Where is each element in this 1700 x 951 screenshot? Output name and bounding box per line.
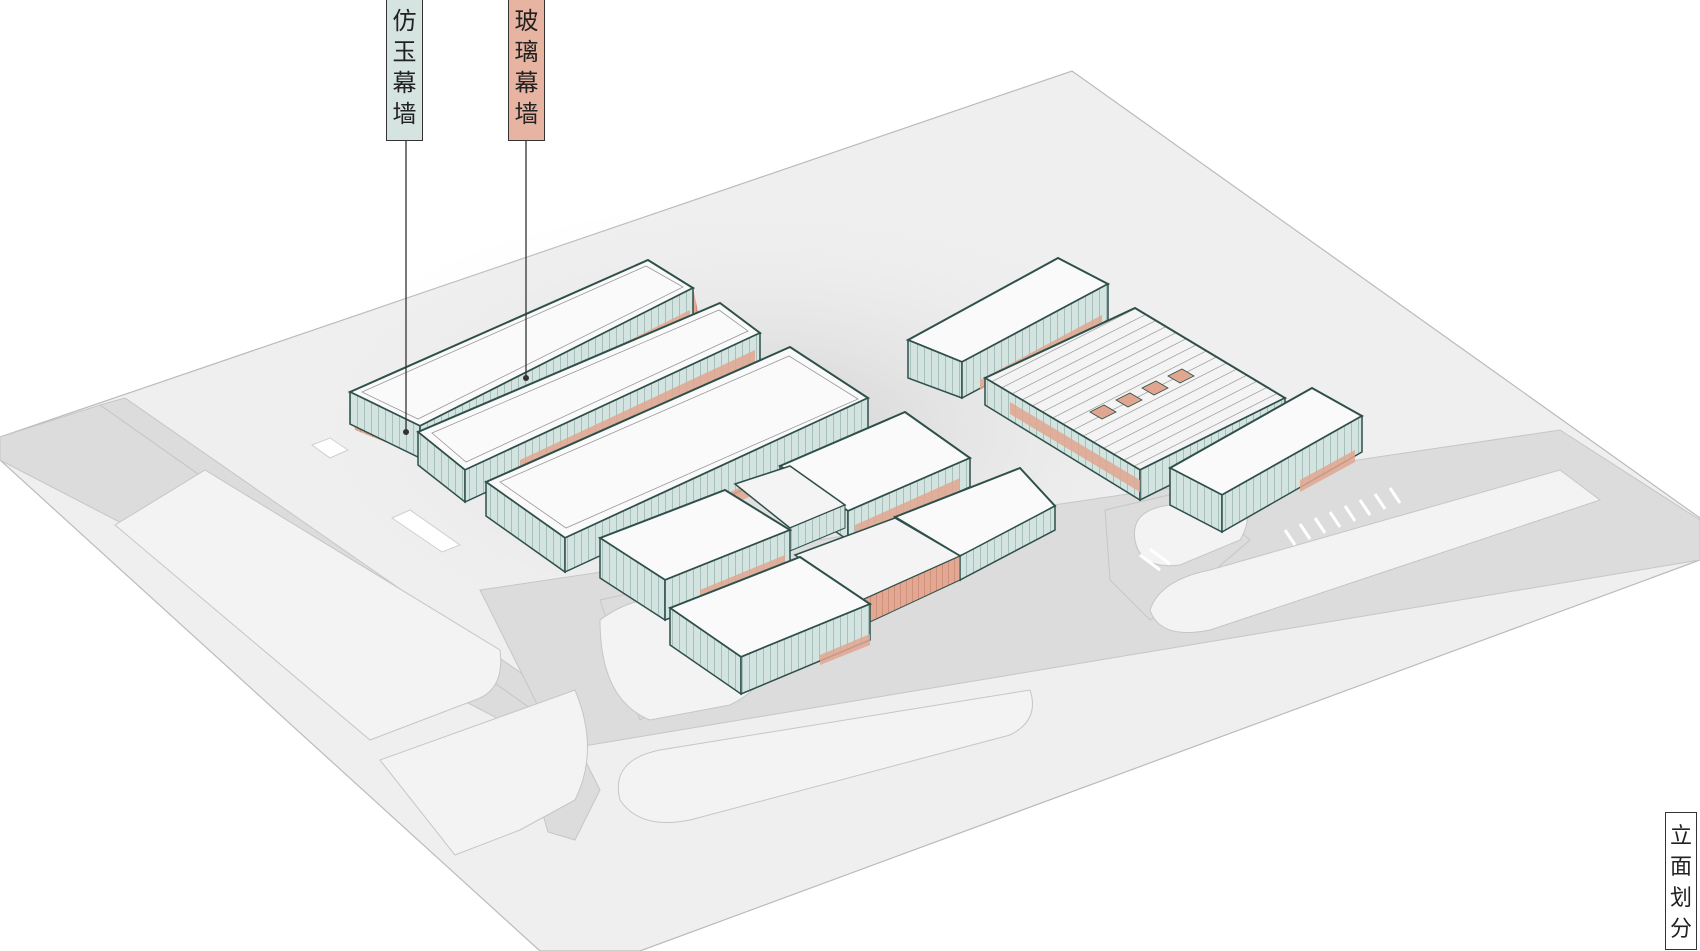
jade-label-char: 仿 [392,7,417,35]
building-east-c [1167,386,1365,534]
glass-curtain-wall-label: 玻 璃 幕 墙 [508,0,545,141]
glass-label-char: 玻 [514,7,539,35]
glass-label-char: 墙 [514,100,539,128]
division-label-char: 分 [1669,917,1692,942]
glass-label-char: 璃 [514,38,539,66]
division-label-char: 划 [1669,886,1692,911]
division-label-char: 立 [1669,824,1692,849]
jade-label-char: 墙 [392,100,417,128]
facade-division-title: 立 面 划 分 [1665,812,1697,950]
entry-pad [310,437,350,459]
jade-curtain-wall-label: 仿 玉 幕 墙 [386,0,423,141]
building-7 [667,555,873,696]
glass-wall-leader-dot [523,375,529,381]
jade-wall-leader-dot [403,429,409,435]
connector-links [733,465,962,623]
jade-label-char: 幕 [392,69,417,97]
jade-label-char: 玉 [392,38,417,66]
glass-label-char: 幕 [514,69,539,97]
parking-stripes [1139,487,1402,572]
road-islands [114,469,1602,856]
division-label-char: 面 [1669,855,1692,880]
entry-plaza [390,509,462,553]
